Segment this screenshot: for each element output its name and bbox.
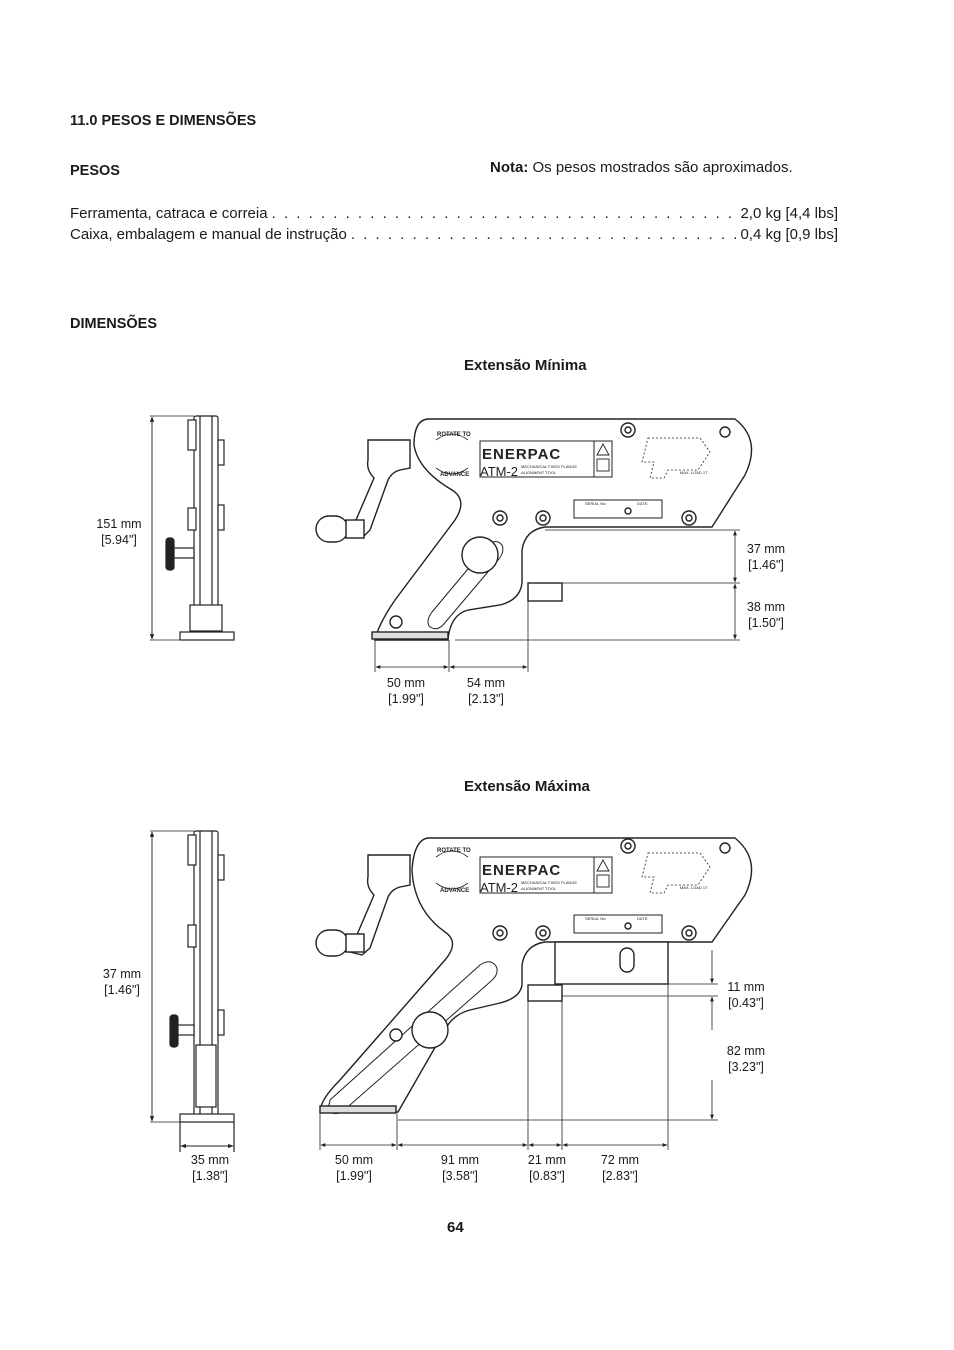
date-text: DATE:: [637, 501, 648, 506]
desc1-text: MECHANICAL FIXED FLANGE: [521, 464, 577, 469]
weight-row: Ferramenta, catraca e correia . . . . . …: [70, 205, 838, 222]
dim-in: [1.46"]: [748, 558, 784, 572]
min-b1-label: 50 mm [1.99"]: [378, 675, 434, 707]
dim-mm: 11 mm: [727, 980, 765, 994]
dim-in: [1.99"]: [336, 1169, 372, 1183]
date-text: DATE:: [637, 916, 648, 921]
min-side-view: [149, 415, 235, 641]
dim-mm: 50 mm: [386, 676, 426, 690]
page-number: 64: [447, 1219, 464, 1236]
min-r1-label: 37 mm [1.46"]: [738, 541, 794, 573]
weight-row: Caixa, embalagem e manual de instrução .…: [70, 226, 838, 243]
max-b4-label: 72 mm [2.83"]: [592, 1152, 648, 1184]
desc2-text: ALIGNMENT TOOL: [521, 470, 557, 475]
dim-in: [3.58"]: [442, 1169, 478, 1183]
section-title: 11.0 PESOS E DIMENSÕES: [70, 113, 257, 129]
dim-mm: 72 mm: [600, 1153, 640, 1167]
rotate1-text: ROTATE TO: [437, 848, 471, 854]
max-side-view: [149, 830, 235, 1152]
min-front-view: [315, 418, 753, 641]
serial-text: SERIAL No:: [585, 916, 606, 921]
min-height-label: 151 mm [5.94"]: [90, 516, 148, 548]
dim-mm: 37 mm: [102, 967, 142, 981]
leader-dots: . . . . . . . . . . . . . . . . . . . . …: [350, 226, 741, 243]
rotate1-text: ROTATE TO: [437, 432, 471, 438]
brand-text: ENERPAC: [482, 446, 561, 463]
dim-mm: 37 mm: [746, 542, 786, 556]
model-text: ATM-2: [480, 464, 518, 479]
dim-in: [1.50"]: [748, 616, 784, 630]
rotate2-text: ADVANCE: [440, 472, 469, 478]
max-dimension-lines: [319, 950, 718, 1150]
min-b2-label: 54 mm [2.13"]: [458, 675, 514, 707]
max-side-label: 35 mm [1.38"]: [182, 1152, 238, 1184]
max-r1-label: 11 mm [0.43"]: [718, 979, 774, 1011]
max-b1-label: 50 mm [1.99"]: [326, 1152, 382, 1184]
desc2-text: ALIGNMENT TOOL: [521, 886, 557, 891]
weight-row-value: 2,0 kg [4,4 lbs]: [740, 205, 838, 222]
dim-mm: 151 mm: [96, 517, 142, 531]
dim-in: [1.46"]: [104, 983, 140, 997]
dim-in: [5.94"]: [101, 533, 137, 547]
desc1-text: MECHANICAL FIXED FLANGE: [521, 880, 577, 885]
note-label: Nota:: [490, 159, 529, 176]
min-r2-label: 38 mm [1.50"]: [738, 599, 794, 631]
max-b2-label: 91 mm [3.58"]: [432, 1152, 488, 1184]
max-tool-text: ENERPAC ATM-2 MECHANICAL FIXED FLANGE AL…: [437, 848, 708, 921]
dim-mm: 54 mm: [466, 676, 506, 690]
dim-mm: 35 mm: [190, 1153, 230, 1167]
dim-mm: 38 mm: [746, 600, 786, 614]
note-text: Os pesos mostrados são aproximados.: [528, 159, 793, 176]
weights-note: Nota: Os pesos mostrados são aproximados…: [490, 159, 793, 176]
weight-row-label: Caixa, embalagem e manual de instrução: [70, 226, 347, 243]
dim-in: [1.99"]: [388, 692, 424, 706]
dim-mm: 82 mm: [726, 1044, 766, 1058]
dimensions-heading: DIMENSÕES: [70, 316, 158, 332]
rotate2-text: ADVANCE: [440, 888, 469, 894]
dim-mm: 21 mm: [527, 1153, 567, 1167]
min-dimension-lines: [374, 529, 740, 672]
max-front-view: [315, 837, 753, 1115]
dim-in: [3.23"]: [728, 1060, 764, 1074]
dim-mm: 91 mm: [440, 1153, 480, 1167]
model-text: ATM-2: [480, 880, 518, 895]
weights-heading: PESOS: [70, 163, 120, 179]
figure-title-max: Extensão Máxima: [464, 778, 590, 795]
dim-in: [2.13"]: [468, 692, 504, 706]
leader-dots: . . . . . . . . . . . . . . . . . . . . …: [271, 205, 741, 222]
weight-row-value: 0,4 kg [0,9 lbs]: [740, 226, 838, 243]
dim-in: [0.43"]: [728, 996, 764, 1010]
serial-text: SERIAL No:: [585, 501, 606, 506]
dim-in: [1.38"]: [192, 1169, 228, 1183]
max-height-label: 37 mm [1.46"]: [94, 966, 150, 998]
dim-in: [2.83"]: [602, 1169, 638, 1183]
weight-row-label: Ferramenta, catraca e correia: [70, 205, 268, 222]
dim-mm: 50 mm: [334, 1153, 374, 1167]
max-r2-label: 82 mm [3.23"]: [718, 1043, 774, 1075]
maxload-text: MAX. LOAD 1T: [680, 470, 708, 475]
figure-title-min: Extensão Mínima: [464, 357, 587, 374]
brand-text: ENERPAC: [482, 862, 561, 879]
max-b3-label: 21 mm [0.83"]: [519, 1152, 575, 1184]
dim-in: [0.83"]: [529, 1169, 565, 1183]
maxload-text: MAX. LOAD 1T: [680, 885, 708, 890]
min-tool-text: ENERPAC ATM-2 MECHANICAL FIXED FLANGE AL…: [437, 432, 708, 506]
